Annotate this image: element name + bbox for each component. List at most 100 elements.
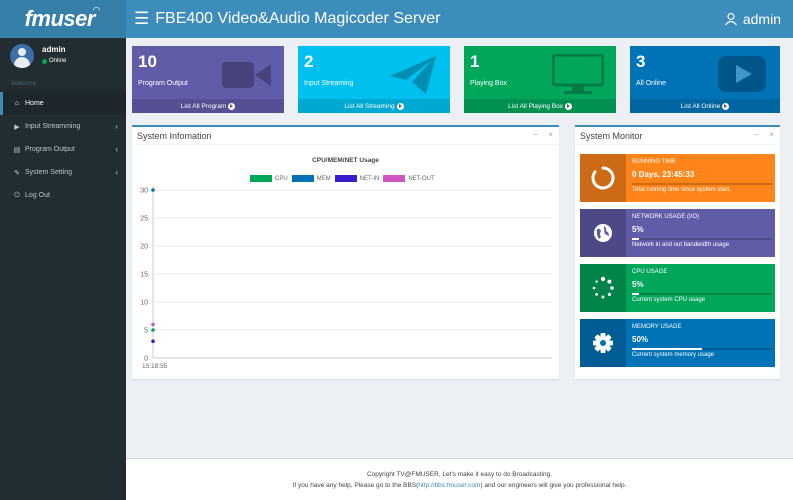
wifi-icon: ◠	[92, 4, 100, 15]
monitor-icon	[552, 54, 604, 94]
tile-label: Playing Box	[470, 80, 507, 87]
network-usage-tile: NETWORK USAGE (I/O) 5% Network in and ou…	[580, 209, 775, 257]
sidebar-item-label: Log Out	[25, 192, 50, 199]
legend-item[interactable]: MEM	[291, 175, 331, 182]
legend-item[interactable]: CPU	[250, 175, 288, 182]
minimize-button[interactable]: −	[754, 130, 760, 139]
panel-header: System Infomation − ×	[132, 127, 559, 145]
sidebar: admin Online Welcome. ⌂ Home ▶ Input Str…	[0, 38, 126, 500]
monitor-value: 5%	[632, 280, 644, 289]
sidebar-item-label: Home	[25, 100, 44, 107]
sidebar-item-program-output[interactable]: ▤ Program Output ‹	[0, 138, 126, 161]
minimize-button[interactable]: −	[533, 130, 539, 139]
paper-plane-icon	[390, 56, 436, 94]
menu-toggle-icon[interactable]: ☰	[134, 9, 150, 28]
system-information-panel: System Infomation − × CPU/MEM/NET Usage …	[132, 125, 559, 379]
user-icon	[724, 12, 737, 26]
monitor-title: CPU USAGE	[632, 269, 668, 275]
monitor-title: MEMORY USAGE	[632, 324, 682, 330]
sidebar-item-label: Input Streamming	[25, 123, 81, 130]
spinner-icon	[580, 264, 626, 312]
sidebar-item-input-streamming[interactable]: ▶ Input Streamming ‹	[0, 115, 126, 138]
monitor-desc: Network in and out bandwidth usage	[632, 242, 730, 248]
sidebar-item-home[interactable]: ⌂ Home	[0, 92, 126, 115]
sidebar-item-label: System Setting	[25, 169, 73, 176]
list-all-streaming-link[interactable]: List All Streaming	[298, 99, 450, 113]
y-tick-label: 30	[140, 188, 148, 195]
panel-header: System Monitor − ×	[575, 127, 780, 145]
video-camera-icon	[222, 62, 271, 88]
progress-bar	[632, 238, 772, 240]
online-dot-icon	[42, 58, 47, 64]
sidebar-item-label: Program Output	[25, 146, 75, 153]
monitor-value: 0 Days, 23:45:33	[632, 170, 695, 179]
chevron-left-icon: ‹	[115, 122, 118, 131]
chevron-left-icon: ‹	[115, 168, 118, 177]
y-tick-label: 20	[140, 244, 148, 251]
power-icon: ⏻	[14, 191, 20, 199]
data-point	[151, 339, 155, 343]
progress-bar	[632, 293, 772, 295]
globe-icon	[580, 209, 626, 257]
list-all-program-link[interactable]: List All Program	[132, 99, 284, 113]
tile-label: Program Output	[138, 80, 188, 87]
legend-item[interactable]: NET-IN	[334, 175, 379, 182]
footer-copyright: Copyright TV@FMUSER, Let's make it easy …	[366, 471, 553, 478]
progress-bar	[632, 183, 772, 185]
panel-tools: − ×	[746, 130, 774, 139]
list-icon: ▤	[13, 146, 21, 154]
tile-input-streaming: 2 Input Streaming List All Streaming	[298, 46, 450, 113]
data-point	[151, 328, 155, 332]
avatar	[10, 44, 34, 68]
user-menu[interactable]: admin	[724, 0, 781, 38]
play-icon: ▶	[14, 123, 20, 131]
welcome-label: Welcome.	[11, 81, 38, 87]
monitor-value: 50%	[632, 335, 649, 344]
panel-title: System Monitor	[580, 130, 643, 141]
wrench-icon: ✎	[14, 169, 20, 177]
app-title: FBE400 Video&Audio Magicoder Server	[155, 10, 441, 27]
close-button[interactable]: ×	[769, 130, 774, 139]
arrow-circle-right-icon	[396, 102, 404, 110]
monitor-desc: Current system CPU usage	[632, 297, 706, 303]
play-box-icon	[718, 56, 766, 92]
tile-label: Input Streaming	[304, 80, 354, 87]
data-point	[151, 322, 155, 327]
running-time-tile: RUNNING TIME 0 Days, 23:45:33 Total runn…	[580, 154, 775, 202]
home-icon: ⌂	[14, 100, 20, 107]
arrow-circle-right-icon	[722, 102, 730, 110]
logo[interactable]: fmuser ◠	[0, 0, 126, 38]
legend-item[interactable]: NET-OUT	[383, 175, 435, 182]
y-tick-label: 10	[140, 300, 148, 307]
cpu-usage-tile: CPU USAGE 5% Current system CPU usage	[580, 264, 775, 312]
data-point	[151, 188, 155, 192]
memory-usage-tile: MEMORY USAGE 50% Current system memory u…	[580, 319, 775, 367]
sidebar-item-system-setting[interactable]: ✎ System Setting ‹	[0, 161, 126, 184]
y-tick-label: 15	[140, 272, 148, 279]
sidebar-username: admin	[42, 45, 66, 54]
tile-count: 1	[470, 52, 480, 71]
page-footer: Copyright TV@FMUSER, Let's make it easy …	[126, 458, 793, 500]
monitor-title: NETWORK USAGE (I/O)	[632, 214, 700, 220]
tile-playing-box: 1 Playing Box List All Playing Box	[464, 46, 616, 113]
bbs-link[interactable]: http://bbs.fmuser.com	[418, 482, 481, 489]
tile-program-output: 10 Program Output List All Program	[132, 46, 284, 113]
tile-count: 10	[138, 52, 157, 71]
sidebar-item-log-out[interactable]: ⏻ Log Out	[0, 184, 126, 207]
monitor-desc: Total running time since system start.	[632, 187, 731, 193]
y-tick-label: 25	[140, 216, 148, 223]
progress-bar	[632, 348, 772, 350]
close-button[interactable]: ×	[548, 130, 553, 139]
user-panel: admin Online	[0, 38, 126, 76]
list-all-playing-box-link[interactable]: List All Playing Box	[464, 99, 616, 113]
gear-icon	[580, 319, 626, 367]
logo-text: fmuser	[24, 6, 96, 31]
tile-all-online: 3 All Online List All Online	[630, 46, 780, 113]
tile-count: 3	[636, 52, 646, 71]
top-header: fmuser ◠ ☰ FBE400 Video&Audio Magicoder …	[0, 0, 793, 38]
header-username: admin	[742, 11, 781, 27]
list-all-online-link[interactable]: List All Online	[630, 99, 780, 113]
monitor-desc: Current system memory usage	[632, 352, 715, 358]
circle-notch-icon	[580, 154, 626, 202]
online-status: Online	[42, 58, 66, 64]
